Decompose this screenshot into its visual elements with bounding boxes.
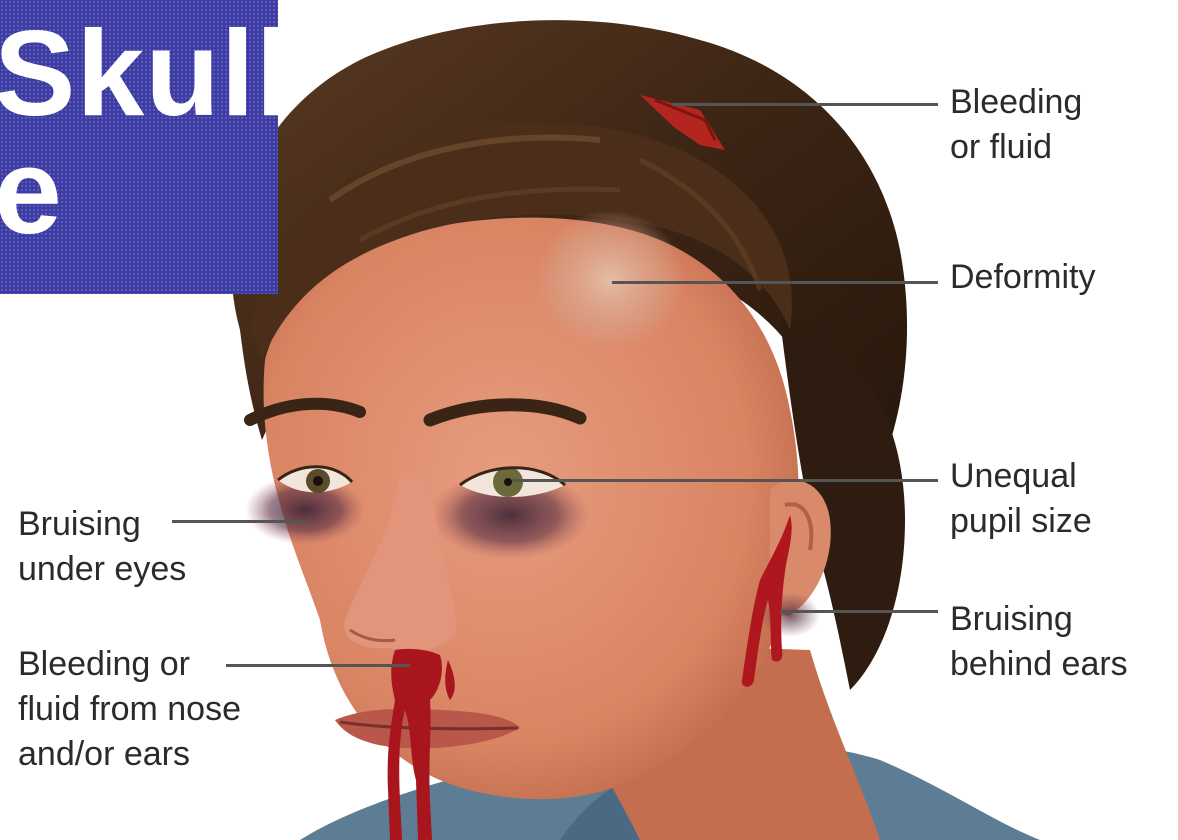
label-bleeding-nose-ears: Bleeding or fluid from nose and/or ears: [18, 642, 241, 777]
label-bruising-under-eyes: Bruising under eyes: [18, 502, 186, 592]
deformity-swelling: [535, 210, 685, 350]
label-bruising-behind-ears: Bruising behind ears: [950, 597, 1128, 687]
label-unequal-pupil-size: Unequal pupil size: [950, 454, 1092, 544]
slide-title-box: Skull e: [0, 0, 278, 294]
leader-line-nose: [226, 664, 410, 667]
leader-line-pupil: [512, 479, 938, 482]
leader-line-deformity: [612, 281, 938, 284]
slide-title-line-2: e: [0, 132, 278, 250]
label-deformity: Deformity: [950, 255, 1095, 300]
slide-title-line-1: Skull: [0, 14, 278, 132]
label-bleeding-or-fluid: Bleeding or fluid: [950, 80, 1082, 170]
slide-title: Skull e: [0, 14, 278, 250]
leader-line-eye-bruise: [172, 520, 308, 523]
leader-line-ear-bruise: [780, 610, 938, 613]
leader-line-bleeding: [672, 103, 938, 106]
